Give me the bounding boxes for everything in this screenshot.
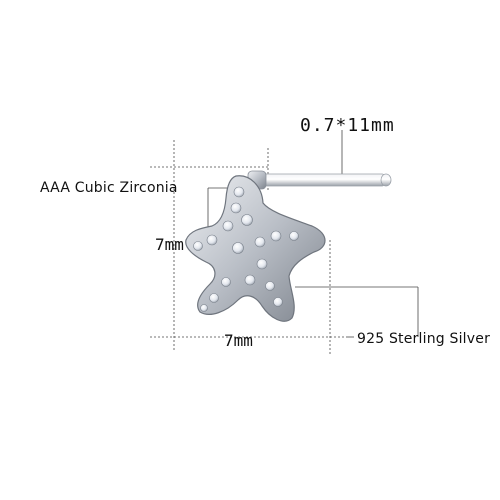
zirconia-stone xyxy=(230,202,242,214)
dimension-guides xyxy=(150,130,419,355)
zirconia-stone xyxy=(222,220,234,232)
zirconia-stone xyxy=(265,281,275,291)
starfish-body xyxy=(185,175,326,322)
stone-cluster xyxy=(193,186,299,312)
zirconia-stone xyxy=(233,186,245,198)
post-tip xyxy=(380,173,392,187)
zirconia-stone xyxy=(200,304,208,312)
zirconia-stone xyxy=(193,241,203,251)
zirconia-stone xyxy=(232,242,244,254)
pin-size-label: 0.7*11mm xyxy=(300,115,395,136)
zirconia-stone xyxy=(206,234,218,246)
stone-material-label: AAA Cubic Zirconia xyxy=(40,180,178,196)
zirconia-stone xyxy=(270,230,282,242)
zirconia-stone xyxy=(289,231,299,241)
height-dimension-label: 7mm xyxy=(224,331,253,350)
zirconia-stone xyxy=(254,236,266,248)
earring-post xyxy=(247,170,392,190)
metal-material-label: 925 Sterling Silver xyxy=(357,331,491,347)
width-dimension-label: 7mm xyxy=(155,235,184,254)
zirconia-stone xyxy=(244,274,256,286)
zirconia-stone xyxy=(256,258,268,270)
zirconia-stone xyxy=(241,214,253,226)
zirconia-stone xyxy=(209,293,219,303)
zirconia-stone xyxy=(221,277,231,287)
zirconia-stone xyxy=(273,297,283,307)
starfish-pendant xyxy=(185,175,326,322)
post-shaft xyxy=(261,173,385,187)
